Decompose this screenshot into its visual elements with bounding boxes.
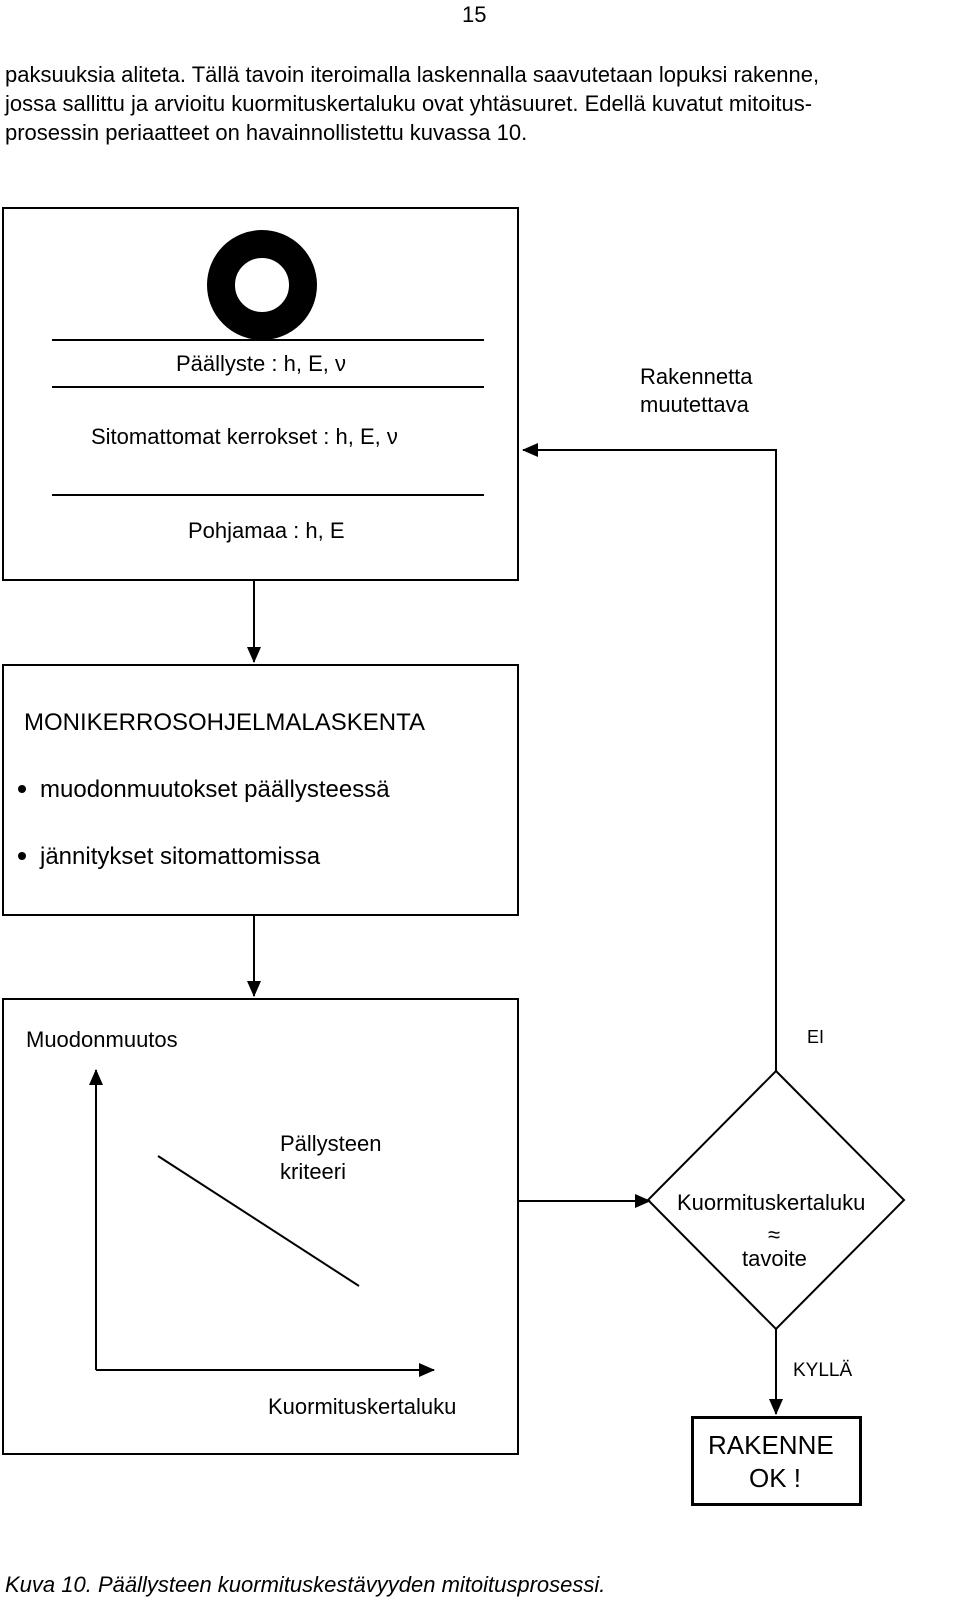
criterion-label-line2: kriteeri	[280, 1159, 347, 1184]
page-number: 15	[462, 2, 487, 27]
subgrade-label: Pohjamaa : h, E	[188, 518, 345, 543]
flow-arrow-no-feedback	[522, 443, 777, 1071]
result-box	[691, 1416, 862, 1506]
calculation-title: MONIKERROSOHJELMALASKENTA	[24, 709, 425, 736]
yes-branch-label: KYLLÄ	[793, 1360, 853, 1381]
bullet-dot	[18, 784, 26, 793]
result-line1: RAKENNE	[708, 1430, 834, 1460]
decision-text-line2: tavoite	[742, 1246, 807, 1271]
decision-text-line1: Kuormituskertaluku	[677, 1190, 866, 1215]
criterion-graph-box	[2, 998, 519, 1455]
feedback-label-line2: muutettava	[640, 392, 749, 417]
result-line2: OK !	[749, 1463, 802, 1493]
bullet-text: jännitykset sitomattomissa	[40, 843, 321, 870]
graph-y-axis-label: Muodonmuutos	[26, 1027, 178, 1052]
decision-diamond	[646, 1069, 906, 1331]
figure-caption: Kuva 10. Päällysteen kuormituskestävyyde…	[5, 1572, 606, 1597]
no-branch-label: EI	[807, 1027, 825, 1047]
bullet-text: muodonmuutokset päällysteessä	[40, 776, 390, 803]
body-paragraph: paksuuksia aliteta. Tällä tavoin iteroim…	[5, 60, 955, 147]
decision-approx-symbol: ≈	[768, 1222, 781, 1247]
bullet-item: muodonmuutokset päällysteessä	[18, 776, 390, 804]
unbound-bottom-line	[52, 494, 484, 496]
bullet-item: jännitykset sitomattomissa	[18, 843, 320, 871]
feedback-label-line1: Rakennetta	[640, 364, 753, 389]
bullet-dot	[18, 851, 26, 860]
pavement-bottom-line	[52, 386, 484, 388]
paragraph-line: paksuuksia aliteta. Tällä tavoin iteroim…	[5, 62, 820, 87]
criterion-label-line1: Pällysteen	[280, 1131, 382, 1156]
paragraph-line: jossa sallittu ja arvioitu kuormituskert…	[5, 91, 813, 116]
criterion-line	[157, 1155, 360, 1287]
pavement-top-line	[52, 339, 484, 341]
structure-box	[2, 207, 519, 581]
wheel-load-icon	[207, 230, 317, 340]
unbound-layers-label: Sitomattomat kerrokset : h, E, ν	[91, 424, 398, 449]
paragraph-line: prosessin periaatteet on havainnollistet…	[5, 120, 528, 145]
graph-x-axis-label: Kuormituskertaluku	[268, 1394, 457, 1419]
calculation-box	[2, 664, 519, 916]
pavement-label: Päällyste : h, E, ν	[176, 351, 346, 376]
